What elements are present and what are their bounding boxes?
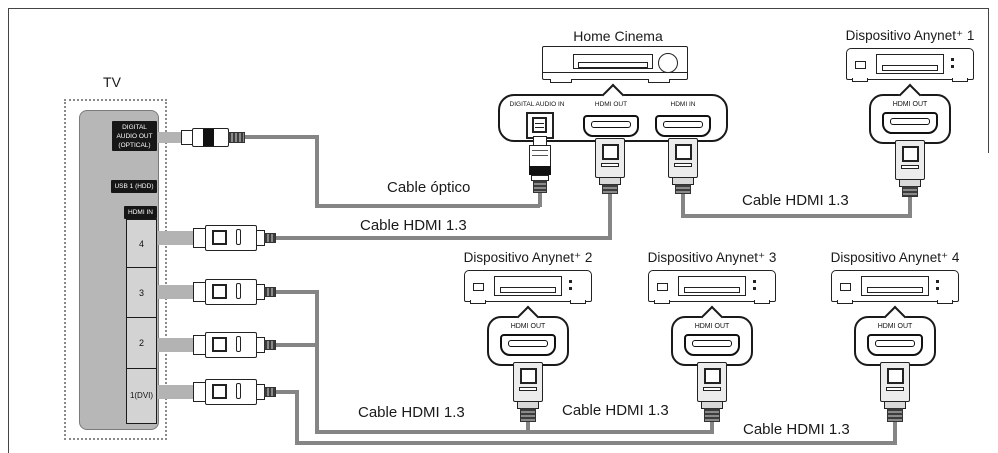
digital-audio-in-label: DIGITAL AUDIO IN [509,101,565,108]
volume-knob [658,53,678,73]
anynet-4-title: Dispositivo Anynet⁺ 4 [830,250,960,265]
device-foot [648,79,670,83]
hdmi-cable-anynet1 [908,197,912,218]
hdmi-plug-tv-3 [157,278,277,306]
cable-label-hdmi-1: Cable HDMI 1.3 [360,217,467,234]
home-cinema-device [542,46,688,80]
hdmi-cable-anynet3 [315,343,319,434]
hdmi-plug-tv-2 [157,331,277,359]
home-cinema-title: Home Cinema [573,28,663,44]
frame-left-border [8,8,9,453]
hc-hdmi-out-port [583,115,639,137]
tv-hdmi-port-4: 4 [126,219,157,268]
tv-hdmi-in-header: HDMI IN [124,206,157,219]
hdmi-cable-anynet1 [681,214,912,218]
hc-hdmi-in-label: HDMI IN [670,101,696,108]
hdmi-plug-hc-out [595,138,625,198]
hdmi-cable-anynet4 [295,441,897,445]
tv-hdmi-port-3: 3 [126,266,157,319]
hdmi-cable-anynet4 [893,421,897,445]
optical-plug-stub [157,132,184,143]
hdmi-cable-anynet3 [315,430,714,434]
cable-label-hdmi-3: Cable HDMI 1.3 [358,404,465,421]
hdmi-cable-anynet3 [276,343,319,347]
hdmi-plug-tv-4 [157,224,277,252]
optical-cable [315,204,540,208]
cable-label-hdmi-5: Cable HDMI 1.3 [743,421,850,438]
optical-port [526,112,554,139]
optical-plug-tv [157,124,267,150]
cable-label-optical: Cable óptico [387,179,471,196]
tv-hdmi-port-1-dvi: 1(DVI) [126,367,157,424]
tv-title: TV [103,74,121,90]
tv-dotted-outline [64,99,167,440]
anynet-device-3: Dispositivo Anynet⁺ 3 HDMI OUT [632,250,792,430]
hdmi-cable-anynet2 [276,290,319,294]
optical-plug-ridges [228,132,245,143]
optical-cable [315,135,319,208]
hdmi-plug-hc-in [668,138,698,198]
hdmi-cable-anynet2 [526,421,530,434]
hdmi-cable-port4 [608,194,612,240]
anynet-4-hdmi-out-label: HDMI OUT [877,323,913,330]
anynet-3-hdmi-out-label: HDMI OUT [694,323,730,330]
frame-top-border [8,8,989,9]
anynet-2-title: Dispositivo Anynet⁺ 2 [463,250,593,265]
disc-tray-slot [578,62,648,68]
hc-hdmi-in-port [655,115,711,137]
tv-optical-out-label: DIGITAL AUDIO OUT (OPTICAL) [112,121,157,151]
anynet-device-1: Dispositivo Anynet⁺ 1 HDMI OUT [830,28,990,208]
tv-hdmi-port-2: 2 [126,317,157,369]
hdmi-plug-tv-1 [157,378,277,406]
hdmi-cable-port4 [276,236,612,240]
anynet-2-hdmi-out-label: HDMI OUT [510,323,546,330]
cable-label-hdmi-4: Cable HDMI 1.3 [562,402,669,419]
hdmi-cable-anynet4 [295,390,299,445]
optical-plug-barrel [192,128,229,147]
tv-usb-label: USB 1 (HDD) [111,180,157,193]
anynet-device-4: Dispositivo Anynet⁺ 4 HDMI OUT [815,250,975,430]
hdmi-cable-anynet4 [276,390,299,394]
anynet-device-2: Dispositivo Anynet⁺ 2 HDMI OUT [448,250,608,430]
optical-plug-hc [526,136,554,196]
optical-cable [538,191,542,207]
frame-right-border [987,8,989,153]
tv-hdmi-port-column: 4 3 2 1(DVI) [126,219,157,424]
hc-hdmi-out-label: HDMI OUT [594,101,628,108]
anynet-3-title: Dispositivo Anynet⁺ 3 [647,250,777,265]
anynet-1-title: Dispositivo Anynet⁺ 1 [845,28,975,43]
hdmi-cable-anynet1 [681,194,685,218]
optical-cable [244,135,319,139]
hdmi-cable-anynet3 [710,421,714,434]
cable-label-hdmi-2: Cable HDMI 1.3 [742,192,849,209]
anynet-1-hdmi-out-label: HDMI OUT [892,101,928,108]
device-foot [550,79,572,83]
